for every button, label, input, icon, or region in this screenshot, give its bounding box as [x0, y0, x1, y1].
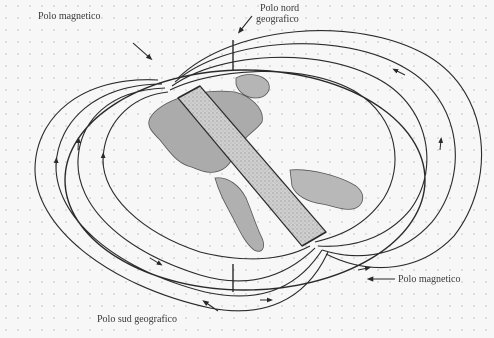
pointer-arrow-icon	[205, 302, 218, 311]
south-magnetic-pole-label: Polo magnetico	[398, 275, 461, 285]
north-magnetic-pole-label: Polo magnetico	[38, 12, 101, 22]
north-geographic-pole-label-line1: Polo nord	[260, 4, 299, 14]
pointer-arrow-icon	[240, 16, 252, 31]
arrow-head-icon	[440, 140, 441, 150]
arrow-head-icon	[78, 140, 79, 150]
arrow-head-icon	[395, 70, 405, 75]
pointer-arrow-icon	[133, 43, 150, 58]
north-geographic-pole-label-line2: geografico	[256, 15, 299, 25]
south-geographic-pole-label: Polo sud geografico	[97, 315, 177, 325]
arrow-head-icon	[358, 268, 368, 270]
